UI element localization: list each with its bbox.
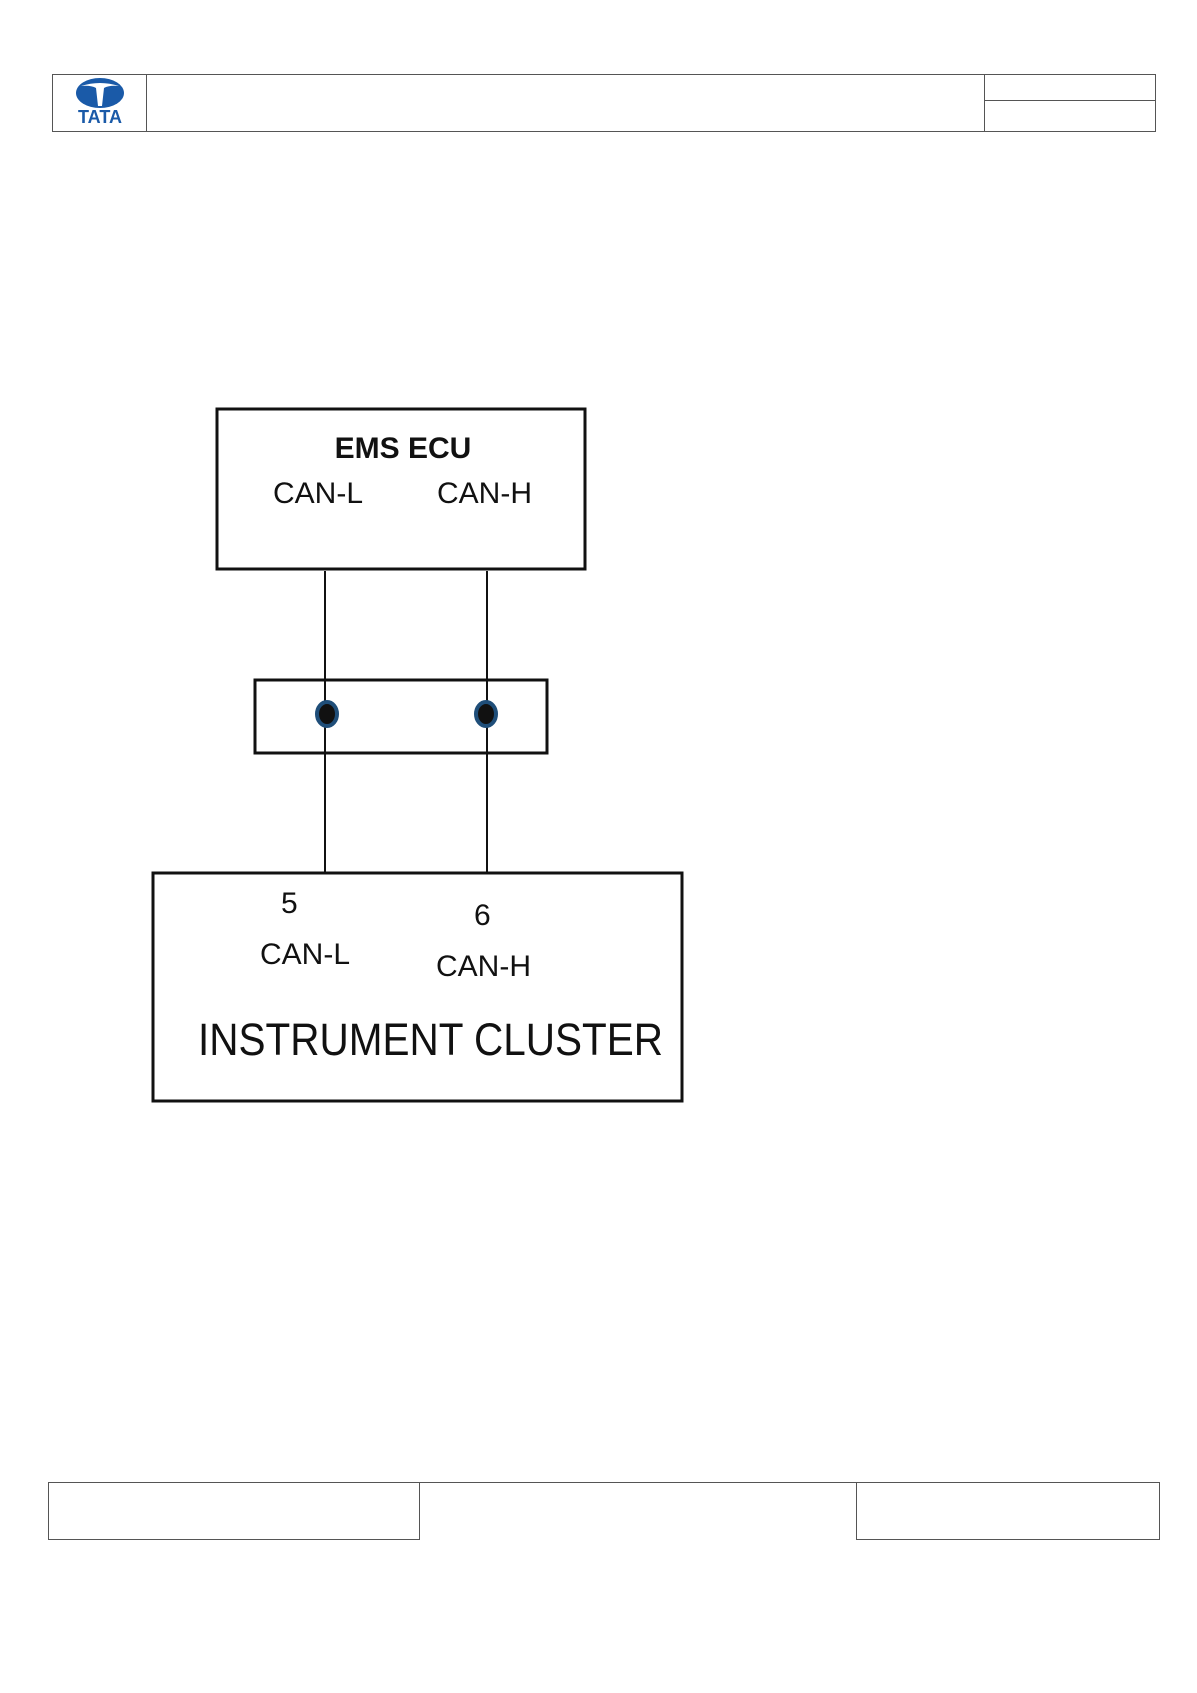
document-footer (48, 1482, 1160, 1540)
header-right-cell (985, 75, 1155, 131)
footer-left-cell (48, 1482, 420, 1540)
instrument-cluster-box (151, 871, 684, 1103)
ems-can-h-label: CAN-H (437, 477, 532, 510)
instrument-cluster-title: INSTRUMENT CLUSTER (198, 1014, 663, 1065)
connector-box (253, 678, 549, 755)
ems-ecu-box (215, 407, 587, 571)
can-l-connector-pin (315, 700, 339, 728)
cluster-can-l-label: CAN-L (260, 938, 350, 971)
header-right-top (985, 75, 1155, 101)
cluster-pin-5: 5 (281, 887, 298, 920)
ems-ecu-title: EMS ECU (335, 432, 472, 465)
ems-can-l-label: CAN-L (273, 477, 363, 510)
document-header: TATA (52, 74, 1156, 132)
logo-text: TATA (78, 107, 122, 127)
can-h-connector-pin (474, 700, 498, 728)
tata-logo-icon (76, 78, 124, 108)
cluster-can-h-label: CAN-H (436, 950, 531, 983)
cluster-pin-6: 6 (474, 899, 491, 932)
footer-right-cell (856, 1482, 1160, 1540)
footer-middle-rule (420, 1482, 856, 1483)
header-title-cell (147, 75, 985, 131)
logo-cell: TATA (53, 75, 147, 131)
